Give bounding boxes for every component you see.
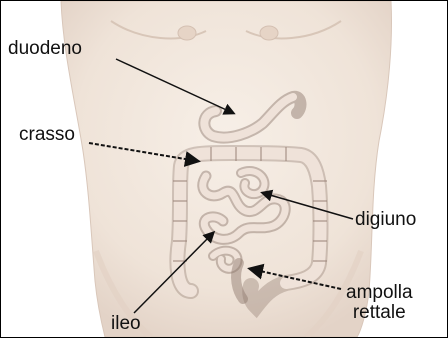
label-digiuno: digiuno bbox=[355, 210, 416, 229]
nipple-left bbox=[178, 26, 196, 40]
label-crasso: crasso bbox=[19, 125, 75, 144]
nipple-right bbox=[260, 26, 278, 40]
label-duodeno: duodeno bbox=[8, 39, 82, 58]
label-ampolla-rettale: ampolla rettale bbox=[346, 283, 413, 323]
label-ampolla-line1: ampolla bbox=[346, 283, 413, 303]
label-ampolla-line2: rettale bbox=[346, 303, 413, 323]
label-ileo: ileo bbox=[111, 314, 141, 333]
